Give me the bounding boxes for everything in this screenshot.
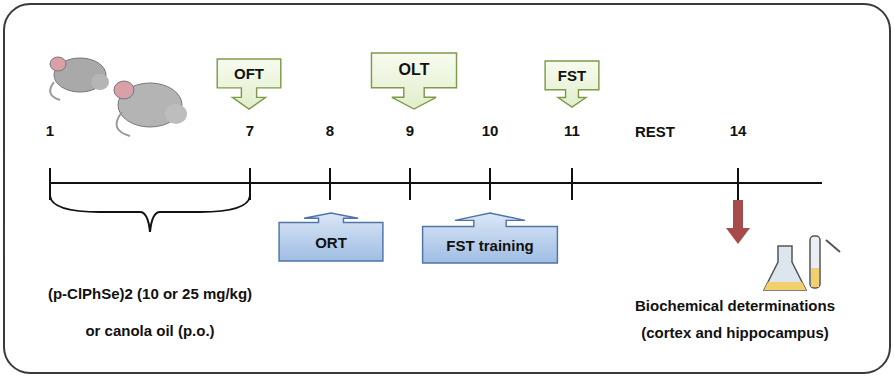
up-arrow-callout: FST training [420,212,560,264]
up-arrow-callout: ORT [277,212,385,262]
test-name: OFT [234,65,264,82]
day-number: 7 [246,122,254,139]
down-arrow-callout: FST [544,60,600,108]
callout-outline [279,213,383,261]
biochem-text: (cortex and hippocampus) [641,324,829,341]
test-name: OLT [399,61,430,79]
callout-outline [423,213,558,263]
day-number: 8 [326,122,334,139]
treatment-text: (p-ClPhSe)2 (10 or 25 mg/kg) [48,285,252,302]
timeline [50,182,822,184]
tick-marks [50,168,738,200]
lab-glassware [764,236,840,290]
brace [50,196,250,232]
callout-outline [217,59,281,109]
rest-label: REST [635,123,675,140]
mouse-icon [114,81,187,136]
down-arrow-callout: OFT [216,58,282,110]
test-name: FST training [446,237,534,254]
day-number: 1 [46,122,54,139]
day-number: 9 [406,122,414,139]
callout-outline [371,53,456,109]
treatment-text: or canola oil (p.o.) [85,322,214,339]
callout-shape [370,52,458,110]
biochem-text: Biochemical determinations [635,297,835,314]
red-arrow [726,200,750,244]
day-number: 10 [482,122,499,139]
day-number: 11 [564,122,580,139]
mouse-icon [50,57,109,100]
test-name: FST [558,67,586,84]
day-number: 14 [730,122,747,139]
callout-outline [545,61,599,107]
down-arrow-callout: OLT [370,52,458,110]
test-name: ORT [315,234,347,251]
frame [4,4,890,373]
